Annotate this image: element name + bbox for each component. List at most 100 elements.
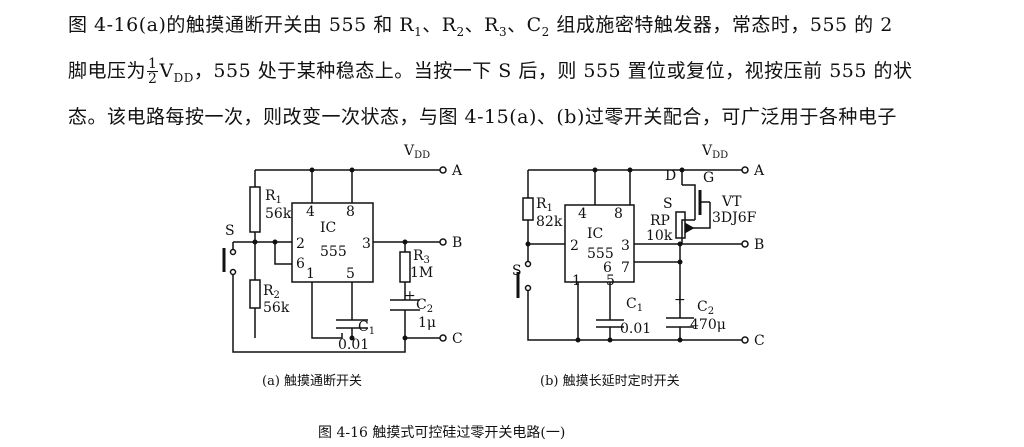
text-run: 、R	[464, 14, 499, 36]
r1-label: R1	[265, 188, 282, 206]
vdd-label-b: VDD	[701, 143, 728, 161]
rp-pot	[675, 211, 686, 239]
r1-label-b: R1	[536, 196, 553, 214]
r1-resistor-b	[522, 197, 534, 221]
rp-wiper-arrow	[685, 222, 695, 234]
terminal-b-label: B	[452, 235, 462, 251]
r1-resistor	[249, 186, 261, 233]
ic-part-b: 555	[587, 246, 614, 262]
terminal-a	[439, 166, 447, 174]
c2-label: C2	[416, 297, 433, 315]
subscript: DD	[173, 70, 194, 85]
ic-body-b	[564, 204, 635, 283]
pin-label: 1	[306, 266, 315, 282]
vt-label: VT	[721, 194, 742, 210]
pin-label: 5	[346, 266, 355, 282]
body-paragraph: 图 4-16(a)的触摸通断开关由 555 和 R1、R2、R3、C2 组成施密…	[68, 6, 968, 137]
text-run: V	[159, 59, 174, 82]
trigger-node	[233, 241, 292, 265]
switch-return-b	[527, 244, 680, 341]
ground-c1	[311, 282, 353, 339]
junction-dot	[627, 167, 633, 173]
figure-a-labels: VDD A B C R1 56k R2 56k R3 1M S IC 555 4…	[225, 143, 463, 389]
r2-resistor	[249, 279, 261, 309]
junction-dot	[349, 167, 355, 173]
c2-polarity: +	[404, 288, 416, 304]
figure-caption: 图 4-16 触摸式可控硅过零开关电路(一)	[318, 425, 565, 441]
terminal-a-label: A	[753, 163, 765, 179]
r1-value-b: 82k	[536, 214, 563, 230]
switch-terminal	[524, 284, 532, 292]
switch-label-b: S	[512, 263, 522, 279]
junction-dot	[677, 259, 683, 265]
r3-value: 1M	[410, 265, 433, 281]
r2-label: R2	[263, 283, 280, 301]
terminal-c-label: C	[754, 333, 765, 349]
r2-value: 56k	[263, 300, 290, 316]
c1-label-b: C1	[626, 296, 643, 314]
pin-label: 8	[614, 206, 623, 222]
switch-return	[232, 242, 406, 353]
vt-part: 3DJ6F	[712, 210, 757, 226]
pin-label: 3	[362, 236, 371, 252]
ic-body-a	[291, 202, 374, 283]
junction-dot	[525, 241, 531, 247]
rp-wiper-lead	[688, 202, 711, 229]
paragraph-line-3: 态。该电路每按一次，则改变一次状态，与图 4-15(a)、(b)过零开关配合，可…	[68, 105, 897, 128]
figure-b-labels: VDD A B C R1 82k S IC 555 4 8 2 3 6 7 1 …	[512, 143, 765, 389]
c1-value-b: 0.01	[620, 321, 651, 337]
rp-label: RP	[650, 213, 670, 229]
text-run: 图 4-16(a)的触摸通断开关由 555 和 R	[68, 14, 415, 36]
junction-dot	[309, 167, 315, 173]
pin-label: 5	[606, 273, 615, 289]
r3-label: R3	[413, 248, 430, 266]
output-b	[634, 243, 742, 318]
switch-terminal	[229, 248, 237, 256]
pin-label: 2	[296, 236, 305, 252]
terminal-c	[741, 336, 749, 344]
text-run: 脚电压为	[68, 59, 147, 82]
figure-a-caption: (a) 触摸通断开关	[262, 374, 362, 389]
junction-dot	[677, 337, 683, 343]
fraction-denominator: 2	[148, 71, 158, 88]
ic-part-a: 555	[320, 244, 347, 260]
terminal-a-label: A	[451, 163, 463, 179]
terminal-b-label: B	[754, 237, 764, 253]
junction-dot	[677, 241, 683, 247]
r3-resistor	[399, 251, 411, 283]
text-run: 、C	[507, 14, 542, 36]
subscript: 3	[498, 24, 508, 39]
pin-label: 8	[346, 204, 355, 220]
switch-label-a: S	[225, 223, 235, 239]
figure-b-caption: (b) 触摸长延时定时开关	[540, 374, 680, 389]
ic-label-b: IC	[587, 226, 603, 242]
switch-terminal	[524, 260, 532, 268]
c1-capacitor-b	[596, 319, 624, 328]
fet-drain-label: D	[665, 168, 676, 184]
junction-dot	[592, 167, 598, 173]
r1-value: 56k	[265, 206, 292, 222]
junction-dot	[575, 337, 581, 343]
text-run: ，555 处于某种稳态上。当按一下 S 后，则 555 置位或复位，视按压前 5…	[193, 59, 913, 82]
terminal-c-label: C	[452, 331, 463, 347]
fet-gate-label: G	[703, 170, 714, 186]
terminal-b	[741, 240, 749, 248]
figure-a-circuit	[222, 166, 447, 353]
ic-label-a: IC	[320, 220, 336, 236]
junction-dot	[272, 239, 278, 245]
subscript: 2	[541, 24, 550, 39]
switch-terminal	[229, 268, 237, 276]
terminal-b	[439, 238, 447, 246]
junction-dot	[252, 239, 258, 245]
rp-value: 10k	[646, 228, 673, 244]
c1-value: 0.01	[338, 337, 369, 353]
figure-b-circuit	[516, 166, 749, 344]
pin-label: 6	[603, 260, 612, 276]
pin-label: 4	[578, 206, 587, 222]
junction-dot	[402, 239, 408, 245]
junction-dot	[679, 167, 685, 173]
c2-value: 1μ	[418, 315, 436, 331]
